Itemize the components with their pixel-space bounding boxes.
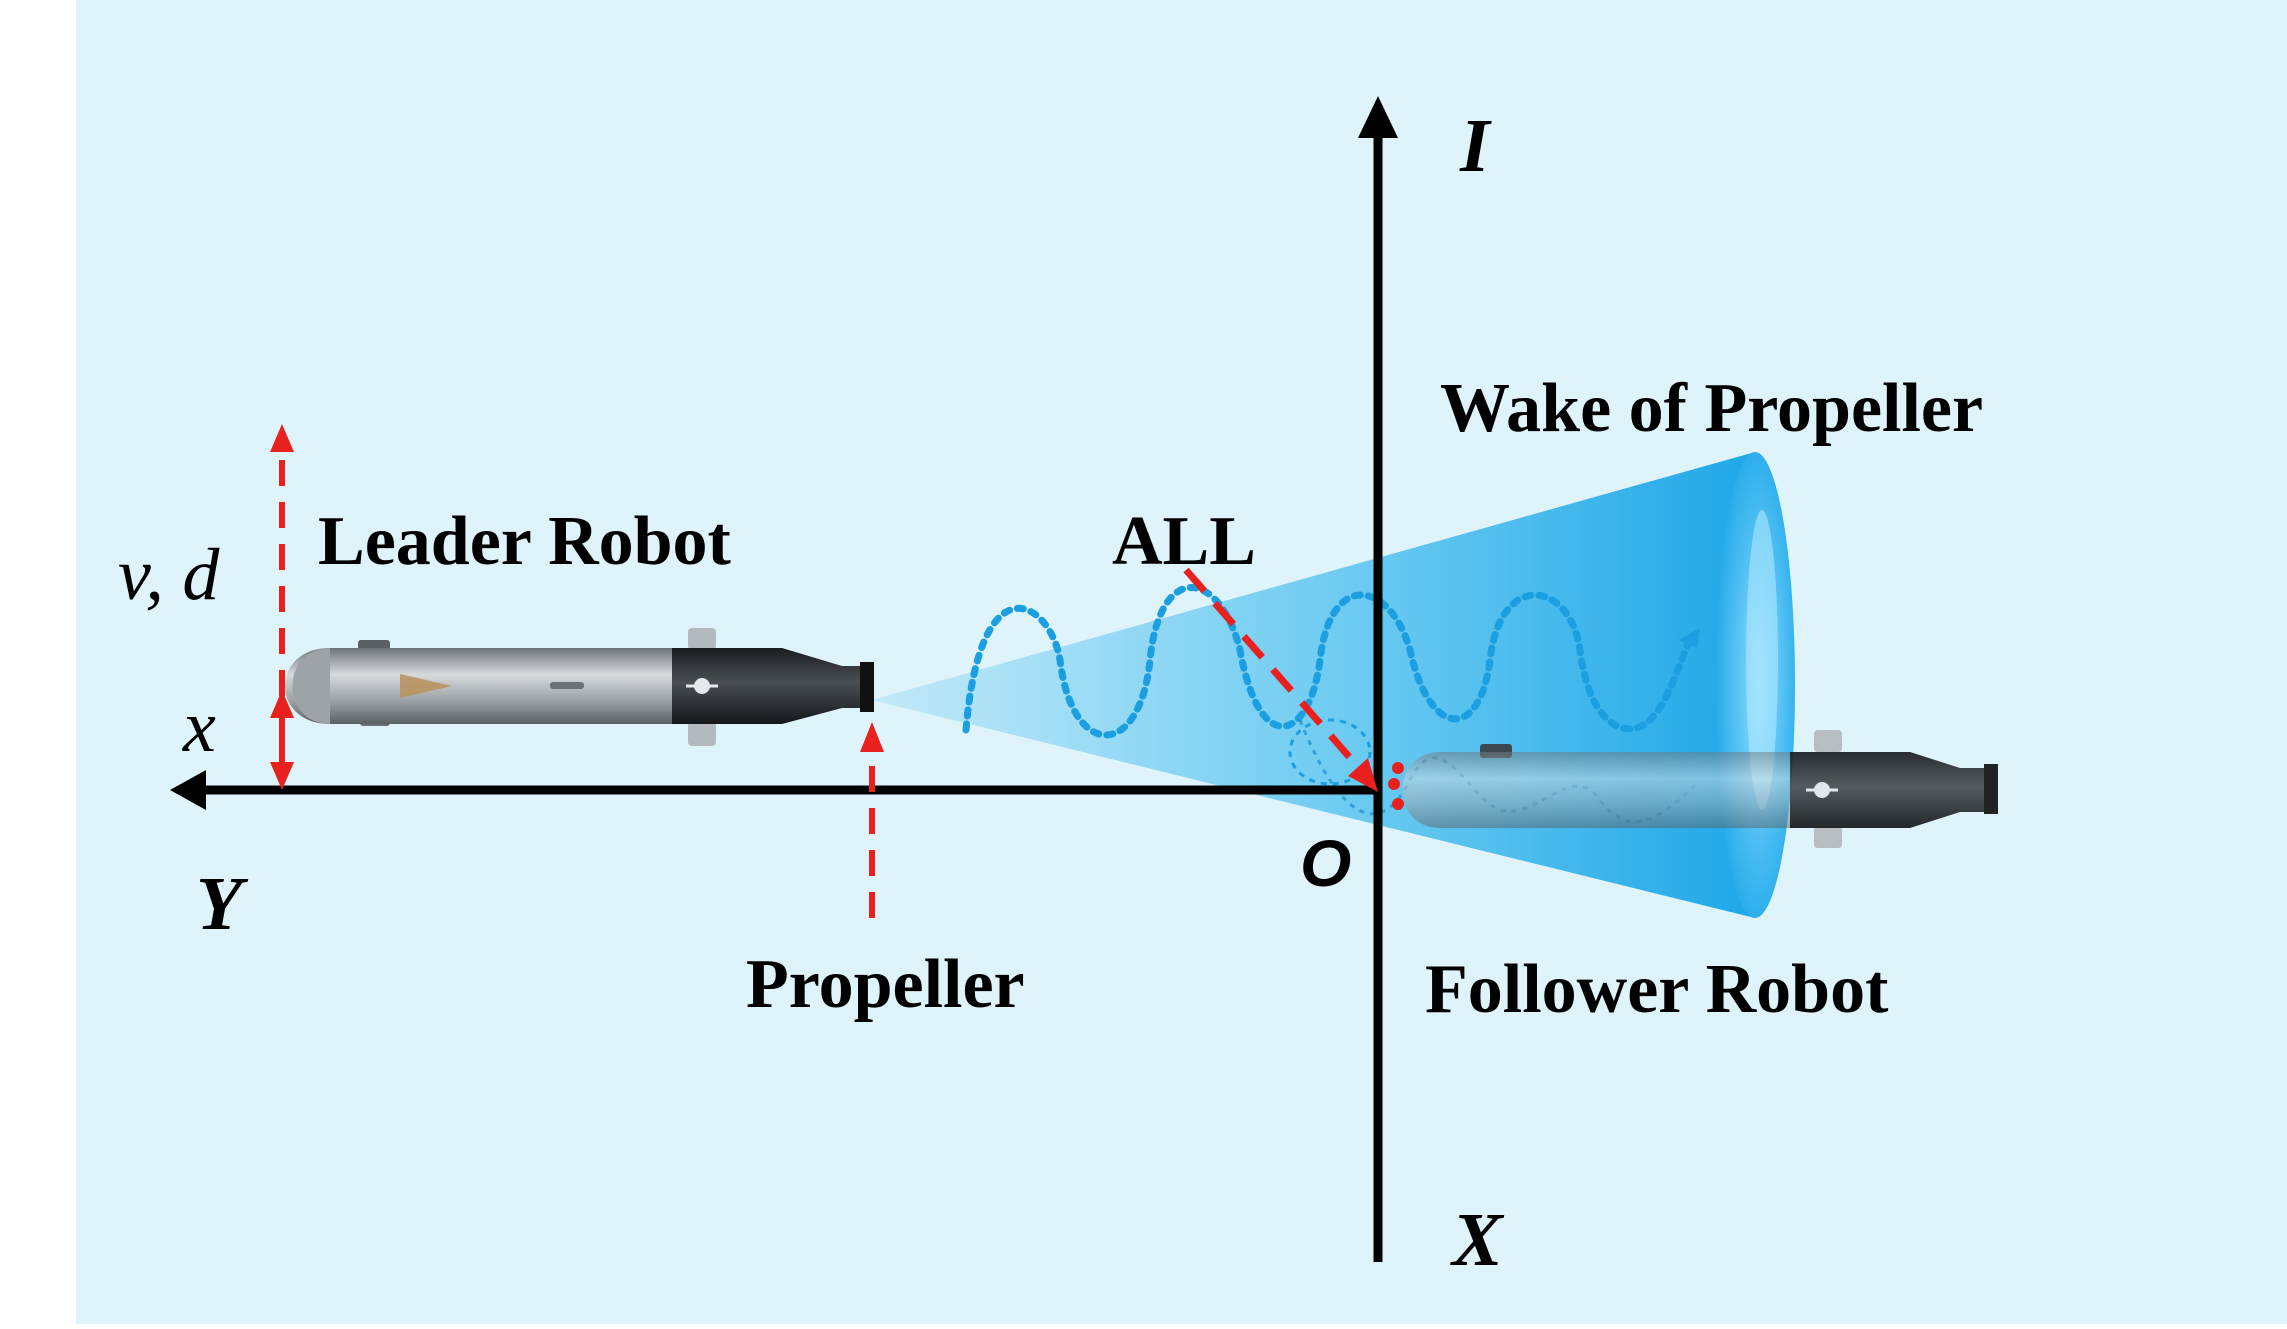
wake-cap-highlight	[1746, 510, 1778, 810]
all-label: ALL	[1112, 503, 1256, 580]
leader-robot	[285, 628, 874, 746]
propeller-label: Propeller	[746, 946, 1025, 1023]
leader-dark-tail	[672, 648, 872, 724]
wake-wave	[962, 584, 1696, 739]
horizontal-axis-arrowhead	[170, 770, 206, 810]
leader-top-fin-rear	[688, 628, 716, 650]
follower-bottom-fin	[1814, 826, 1842, 848]
axis-x-label: X	[1452, 1198, 1503, 1282]
leader-nose	[292, 648, 330, 724]
follower-robot-label: Follower Robot	[1425, 951, 1889, 1028]
leader-slot	[550, 682, 584, 689]
vd-arrowhead	[270, 424, 294, 452]
vd-label: v, d	[118, 534, 220, 616]
vertical-axis-arrowhead	[1358, 96, 1398, 138]
wake-label: Wake of Propeller	[1440, 370, 1984, 447]
x-arrowhead-down	[270, 762, 294, 790]
sensor-dot-3	[1392, 798, 1404, 810]
follower-robot	[1402, 730, 1998, 848]
wake-loop	[1288, 718, 1372, 786]
axis-i-label: I	[1460, 104, 1490, 188]
leader-logo	[400, 674, 452, 698]
leader-robot-label: Leader Robot	[318, 503, 731, 580]
x-label: x	[183, 686, 216, 768]
follower-top-fin	[1814, 730, 1842, 752]
x-arrowhead-up	[270, 690, 294, 718]
leader-gray-hull	[285, 648, 672, 724]
all-arrowhead	[1348, 758, 1378, 792]
follower-hull	[1402, 752, 1790, 828]
origin-label: O	[1300, 826, 1352, 900]
leader-bottom-fin-rear	[688, 722, 716, 746]
follower-dark-tail	[1790, 752, 1996, 828]
leader-propeller-cap	[860, 662, 874, 712]
wake-wave-arrowhead	[1678, 628, 1700, 648]
sensor-dot-1	[1392, 762, 1404, 774]
follower-propeller-cap	[1984, 764, 1998, 814]
axis-y-label: Y	[196, 862, 243, 946]
propeller-arrowhead	[860, 722, 884, 752]
sensor-dot-2	[1388, 778, 1400, 790]
